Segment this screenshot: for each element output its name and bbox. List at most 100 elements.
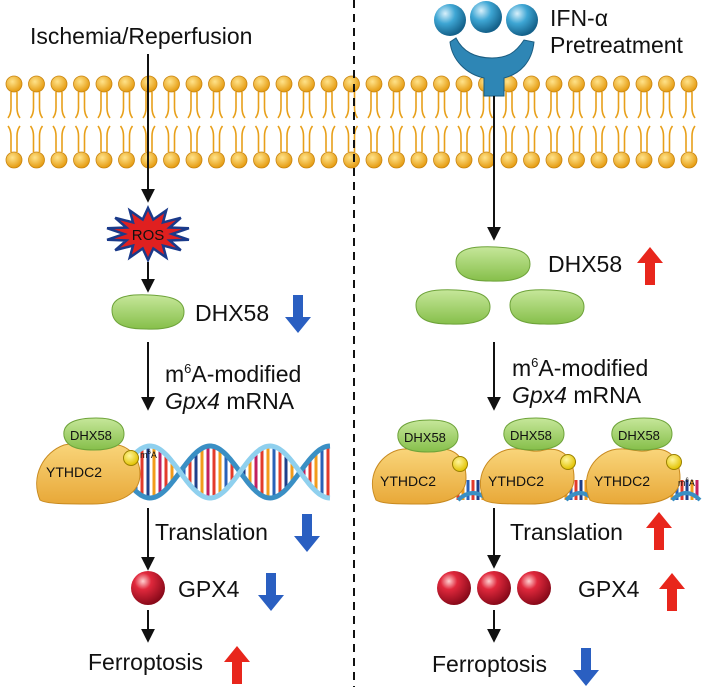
left-mrna-helix [118,443,331,501]
left-ferroptosis-label: Ferroptosis [88,649,203,675]
lipid-head [298,75,315,93]
right-m6a-mark [452,456,468,472]
lipid-tail [74,92,89,119]
right-ythdc2-protein [371,448,467,505]
left-mrna-label-line1: m6A-modified [165,361,301,387]
lipid-head [658,151,675,169]
lipid-tail [614,92,629,119]
lipid-tail [7,125,21,152]
down-arrow-icon [258,573,284,611]
lipid-head [185,151,203,169]
lipid-tail [142,125,156,152]
right-ythdc2-label: YTHDC2 [380,473,436,489]
lipid-head [275,151,293,169]
lipid-tail [142,92,156,119]
lipid-head [410,151,428,169]
rna-strand [118,443,331,501]
lipid-tail [187,125,201,152]
lipid-head [118,151,135,169]
lipid-tail [232,92,246,119]
lipid-head [185,75,203,93]
lipid-tail [344,92,359,119]
ifn-alpha-ball [434,4,466,36]
lipid-tail [367,125,381,152]
lipid-tail [367,92,381,119]
lipid-head [635,151,653,169]
lipid-head [118,75,135,93]
lipid-head [73,75,90,93]
right-panel: IFN-α Pretreatment DHX58 m6A-modified Gp… [371,1,702,686]
right-ythdc2-protein [585,448,681,505]
lipid-head [163,151,180,169]
lipid-tail [659,125,674,152]
lipid-tail [457,92,471,119]
lipid-head [253,151,270,169]
down-arrow-icon [573,648,599,686]
right-gpx4-label: GPX4 [578,576,640,602]
left-complex-dhx58-label: DHX58 [70,428,112,443]
lipid-head [545,151,563,169]
lipid-tail [74,125,89,152]
ros-burst: ROS [106,205,190,263]
lipid-tail [52,125,66,152]
down-arrow-icon [285,295,311,333]
lipid-tail [682,92,696,119]
lipid-tail [209,92,224,119]
lipid-tail [322,92,336,119]
lipid-head [613,75,630,93]
lipid-tail [524,92,539,119]
lipid-tail [119,125,134,152]
lipid-head [230,151,248,169]
right-mrna-label-line1: m6A-modified [512,355,648,381]
lipid-head [320,75,338,93]
lipid-tail [682,125,696,152]
lipid-tail [569,125,584,152]
lipid-tail [502,125,516,152]
lipid-head [95,151,113,169]
lipid-tail [322,125,336,152]
right-dhx58-protein [455,246,531,282]
lipid-head [433,75,450,93]
lipid-head [50,151,68,169]
lipid-tail [299,92,314,119]
lipid-head [208,151,225,169]
lipid-head [28,151,45,169]
right-complex-dhx58-label: DHX58 [618,428,660,443]
lipid-tail [52,92,66,119]
lipid-head [523,75,540,93]
right-complex-dhx58-label: DHX58 [404,430,446,445]
lipid-head [208,75,225,93]
lipid-head [230,75,248,93]
lipid-head [5,151,23,169]
lipid-tail [502,92,516,119]
lipid-tail [164,125,179,152]
ifn-alpha-ball [470,1,502,33]
lipid-head [590,151,608,169]
right-ythdc2-label: YTHDC2 [488,473,544,489]
right-gpx4-sphere [517,571,551,605]
up-arrow-icon [224,646,250,684]
lipid-tail [277,125,291,152]
lipid-head [163,75,180,93]
lipid-head [320,151,338,169]
lipid-head [523,151,540,169]
right-complex-dhx58 [397,419,459,453]
lipid-head [568,151,585,169]
lipid-head [478,151,495,169]
left-gpx4-sphere [131,571,165,605]
right-complex-dhx58 [503,417,565,451]
lipid-head [388,75,405,93]
left-stimulus-label: Ischemia/Reperfusion [30,23,252,49]
lipid-tail [659,92,674,119]
lipid-head [298,151,315,169]
lipid-head [275,75,293,93]
right-m6a-mark [666,454,682,470]
lipid-head [50,75,68,93]
left-gpx4-label: GPX4 [178,576,240,602]
lipid-head [73,151,90,169]
right-gpx4-sphere [437,571,471,605]
ifn-receptor [449,37,535,97]
left-panel: Ischemia/Reperfusion ROS DHX58 m6A-modif… [30,23,331,684]
lipid-tail [97,125,111,152]
right-m6a-label: m6A [678,478,695,488]
